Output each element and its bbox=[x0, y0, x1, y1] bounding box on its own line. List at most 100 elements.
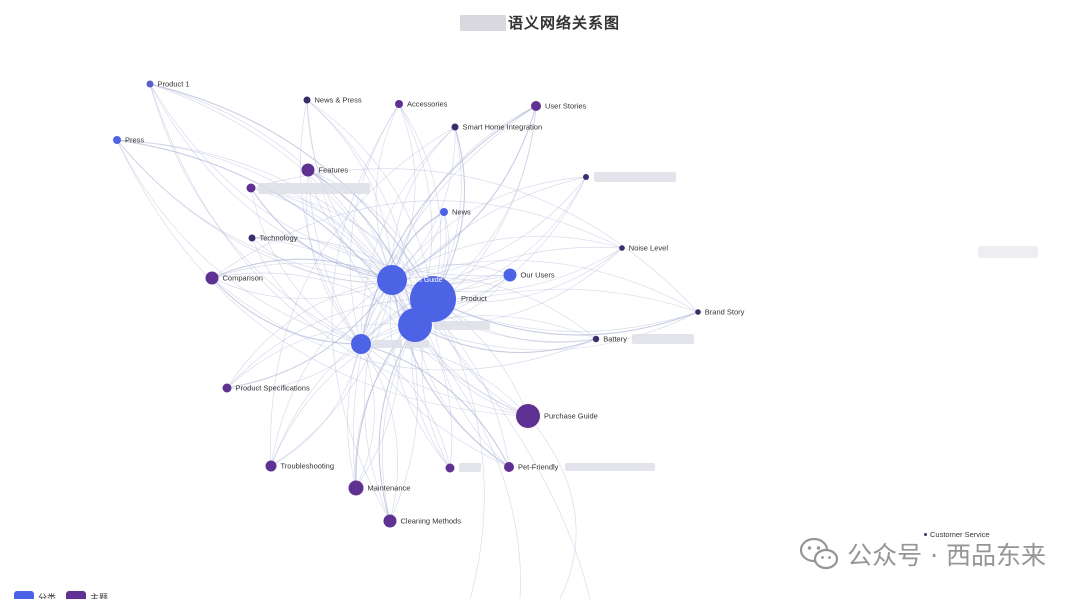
node-noise-level[interactable]: Noise Level bbox=[619, 244, 668, 253]
legend-item-category[interactable]: 分类 bbox=[14, 591, 56, 599]
graph-edge bbox=[226, 343, 362, 390]
node-circle[interactable] bbox=[445, 463, 455, 473]
node-maintenance[interactable]: Maintenance bbox=[348, 480, 411, 496]
graph-edge bbox=[306, 99, 529, 417]
graph-edge bbox=[226, 279, 393, 389]
graph-edge bbox=[211, 277, 597, 371]
graph-edge bbox=[270, 343, 362, 467]
node-our-users[interactable]: Our Users bbox=[503, 268, 555, 282]
graph-edge bbox=[116, 139, 529, 417]
node-circle[interactable] bbox=[222, 383, 232, 393]
node-circle[interactable] bbox=[348, 480, 364, 496]
node-product-specs[interactable]: Product Specifications bbox=[222, 383, 310, 393]
redacted-label bbox=[459, 463, 481, 472]
node-troubleshooting[interactable]: Troubleshooting bbox=[265, 460, 335, 472]
node-blurred-topic-1[interactable] bbox=[246, 183, 256, 193]
node-circle[interactable] bbox=[695, 309, 701, 315]
node-circle[interactable] bbox=[531, 101, 541, 111]
node-circle[interactable] bbox=[377, 265, 407, 295]
node-brand-story[interactable]: Brand Story bbox=[695, 308, 745, 317]
node-circle[interactable] bbox=[301, 163, 315, 177]
graph-edge bbox=[360, 343, 510, 468]
graph-edge bbox=[149, 83, 529, 417]
redacted-label bbox=[258, 183, 370, 194]
node-circle[interactable] bbox=[248, 234, 256, 242]
node-circle[interactable] bbox=[440, 208, 448, 216]
graph-edge bbox=[391, 279, 529, 417]
node-circle[interactable] bbox=[503, 268, 517, 282]
node-circle[interactable] bbox=[351, 334, 371, 354]
node-blurred-cat-1[interactable] bbox=[398, 308, 432, 342]
node-label: Smart Home Integration bbox=[463, 123, 543, 132]
node-news-press[interactable]: News & Press bbox=[303, 96, 362, 105]
graph-edge bbox=[432, 298, 485, 599]
graph-edge bbox=[414, 324, 529, 417]
graph-edge bbox=[360, 343, 529, 417]
graph-edge bbox=[391, 235, 623, 281]
watermark-text: 公众号 · 西品东来 bbox=[847, 541, 1046, 570]
node-circle[interactable] bbox=[619, 245, 625, 251]
node-label: Product bbox=[461, 294, 488, 303]
graph-edge bbox=[251, 236, 393, 281]
node-label: Our Users bbox=[521, 271, 555, 280]
customer-service-node[interactable]: Customer Service bbox=[924, 530, 990, 539]
node-circle[interactable] bbox=[265, 460, 277, 472]
node-battery[interactable]: Battery bbox=[592, 335, 627, 344]
legend-item-topic[interactable]: 主题 bbox=[66, 591, 108, 599]
redacted-label bbox=[434, 321, 490, 330]
node-circle[interactable] bbox=[504, 462, 514, 472]
node-press[interactable]: Press bbox=[113, 136, 144, 145]
node-blurred-topic-2[interactable] bbox=[583, 174, 589, 180]
node-circle[interactable] bbox=[395, 100, 403, 108]
node-circle[interactable] bbox=[383, 514, 397, 528]
watermark: 公众号 · 西品东来 bbox=[799, 536, 1046, 572]
node-circle[interactable] bbox=[592, 335, 600, 343]
node-smart-home[interactable]: Smart Home Integration bbox=[451, 123, 543, 132]
graph-edge bbox=[391, 103, 416, 281]
graph-edge bbox=[331, 103, 400, 522]
node-cleaning-methods[interactable]: Cleaning Methods bbox=[383, 514, 462, 528]
graph-edge bbox=[347, 279, 393, 489]
page-title: 语义网络关系图 bbox=[0, 12, 1080, 33]
node-user-stories[interactable]: User Stories bbox=[531, 101, 587, 111]
page-title-text: 语义网络关系图 bbox=[507, 14, 620, 32]
wechat-icon bbox=[800, 537, 839, 570]
node-purchase-guide[interactable]: Purchase Guide bbox=[516, 404, 598, 428]
graph-edge bbox=[250, 187, 362, 345]
legend-label-topic: 主题 bbox=[90, 594, 109, 599]
node-circle[interactable] bbox=[516, 404, 540, 428]
graph-edge bbox=[414, 324, 597, 354]
node-news[interactable]: News bbox=[440, 208, 471, 217]
node-label: Product 1 bbox=[158, 80, 190, 89]
node-product-1[interactable]: Product 1 bbox=[146, 80, 190, 89]
node-gift-guide[interactable]: Gift Guide bbox=[377, 265, 443, 295]
node-circle[interactable] bbox=[398, 308, 432, 342]
node-label: Technology bbox=[260, 234, 298, 243]
node-circle[interactable] bbox=[303, 96, 311, 104]
node-label: Pet-Friendly bbox=[518, 463, 559, 472]
graph-edge bbox=[251, 237, 393, 282]
node-label: Purchase Guide bbox=[544, 412, 598, 421]
redaction-layer bbox=[258, 172, 694, 472]
node-technology[interactable]: Technology bbox=[248, 234, 298, 243]
node-circle[interactable] bbox=[113, 136, 121, 144]
node-circle[interactable] bbox=[246, 183, 256, 193]
graph-edge bbox=[355, 279, 401, 489]
graph-edge bbox=[250, 168, 699, 313]
node-circle[interactable] bbox=[146, 80, 154, 88]
node-circle[interactable] bbox=[451, 123, 459, 131]
node-dot bbox=[924, 533, 927, 536]
graph-edge bbox=[149, 83, 393, 281]
node-circle[interactable] bbox=[583, 174, 589, 180]
graph-edge bbox=[270, 279, 393, 467]
node-accessories[interactable]: Accessories bbox=[395, 100, 448, 109]
redacted-label bbox=[405, 340, 429, 348]
graph-edge bbox=[149, 83, 362, 345]
node-blurred-cat-2[interactable] bbox=[351, 334, 371, 354]
node-comparison[interactable]: Comparison bbox=[205, 271, 263, 285]
node-blurred-topic-3[interactable] bbox=[445, 463, 455, 473]
node-pet-friendly[interactable]: Pet-Friendly bbox=[504, 462, 559, 472]
node-circle[interactable] bbox=[205, 271, 219, 285]
node-features[interactable]: Features bbox=[301, 163, 349, 177]
